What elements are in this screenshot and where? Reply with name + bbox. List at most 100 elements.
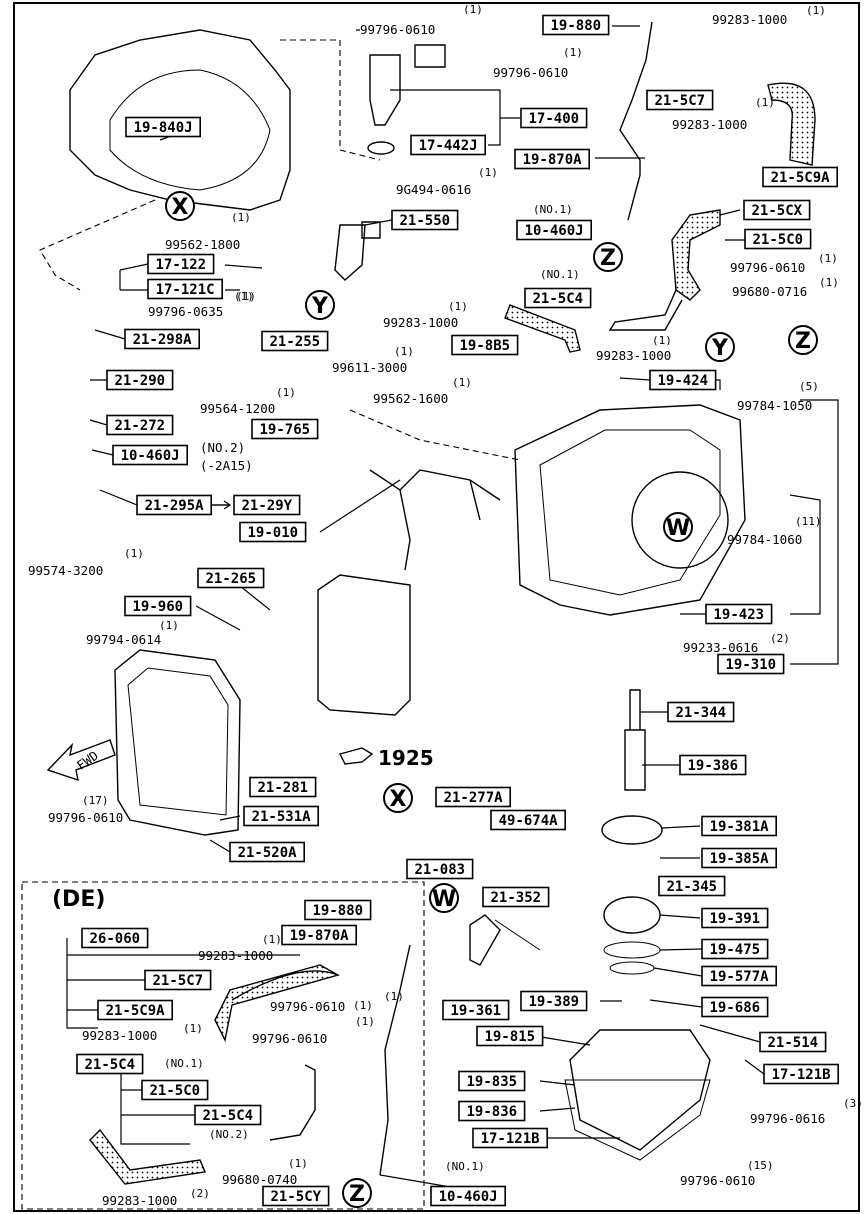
part-label-box [112, 444, 188, 466]
section-title: (DE) [52, 887, 105, 912]
part-number-text: 21-5CX [752, 203, 803, 219]
quantity-note: (1) [819, 276, 839, 289]
hose-21-5c4-drawing [504, 304, 581, 353]
gasket-19-836-drawing [564, 1079, 711, 1161]
part-label-21-5c9a: 21-5C9A [97, 999, 173, 1021]
part-label-box [442, 999, 510, 1021]
part-label-box [542, 14, 610, 36]
part-label-19-389: 19-389 [520, 990, 588, 1012]
accumulator-391-drawing [603, 896, 661, 934]
part-number-text: 21-5C4 [85, 1057, 136, 1073]
quantity-note: (1) [394, 345, 414, 358]
part-number-text: 21-352 [491, 890, 542, 906]
svg-text:X: X [390, 787, 407, 812]
part-number-text: 19-960 [133, 599, 184, 615]
quantity-note: (1) [806, 4, 826, 17]
part-label-box [435, 786, 511, 808]
quantity-note: (NO.1) [445, 1160, 485, 1173]
hardware-part-number: 99796-0610 [680, 1173, 755, 1188]
hardware-part-number: 99784-1050 [737, 398, 812, 413]
part-label-box [762, 166, 838, 188]
part-label-19-386: 19-386 [679, 754, 747, 776]
part-label-17-121c: 17-121C [147, 278, 223, 300]
part-label-21-290: 21-290 [106, 369, 174, 391]
svg-text:W: W [666, 516, 690, 541]
accumulator-381a-drawing [601, 815, 663, 845]
pointing-hand-icon [338, 747, 374, 765]
part-number-text: 21-272 [115, 418, 166, 434]
de-section-frame [21, 881, 425, 1210]
part-label-19-836: 19-836 [458, 1100, 526, 1122]
part-number-text: 19-424 [658, 373, 709, 389]
fwd-arrow [46, 739, 116, 782]
part-label-21-520a: 21-520A [229, 841, 305, 863]
svg-text:Z: Z [349, 1182, 365, 1207]
part-label-19-577a: 19-577A [701, 965, 777, 987]
part-number-text: 19-836 [467, 1104, 518, 1120]
quantity-note: (2) [770, 632, 790, 645]
part-label-box [701, 847, 777, 869]
part-label-box [125, 116, 201, 138]
part-number-text: 21-5C7 [655, 93, 706, 109]
note-no2-b: (-2A15) [200, 458, 253, 473]
part-number-text: 21-265 [206, 571, 257, 587]
zone-marker-w-ref: W [663, 512, 693, 542]
part-label-19-960: 19-960 [124, 595, 192, 617]
svg-text:Z: Z [795, 329, 811, 354]
part-number-text: 21-295A [145, 498, 205, 514]
hardware-part-number: 99283-1000 [596, 348, 671, 363]
part-label-box [147, 253, 215, 275]
part-label-19-870a: 19-870A [281, 924, 357, 946]
part-label-box [233, 494, 301, 516]
hardware-part-number: 99796-0610 [730, 260, 805, 275]
svg-text:W: W [432, 887, 456, 912]
hardware-part-number: 99562-1600 [373, 391, 448, 406]
control-valve-drawing [317, 574, 411, 716]
hardware-part-number: 99611-3000 [332, 360, 407, 375]
part-label-box [251, 418, 319, 440]
part-label-19-385a: 19-385A [701, 847, 777, 869]
part-label-box [516, 219, 592, 241]
part-number-text: 21-520A [238, 845, 298, 861]
part-label-box [458, 1070, 526, 1092]
quantity-note: (1) [183, 1022, 203, 1035]
quantity-note: (NO.2) [209, 1128, 249, 1141]
part-label-19-8b5: 19-8B5 [451, 334, 519, 356]
part-label-21-344: 21-344 [667, 701, 735, 723]
page-ref-group: 1925 [338, 746, 434, 770]
part-label-box [304, 899, 372, 921]
quantity-note: (1) [288, 1157, 308, 1170]
part-label-box [124, 595, 192, 617]
part-label-19-840j: 19-840J [125, 116, 201, 138]
part-number-text: 19-577A [710, 969, 770, 985]
housing-link-line [280, 39, 381, 161]
part-number-text: 21-29Y [242, 498, 293, 514]
part-number-text: 19-386 [688, 758, 739, 774]
hardware-part-number: 99283-1000 [102, 1193, 177, 1208]
part-label-19-310: 19-310 [717, 653, 785, 675]
case-bell-ring [631, 471, 729, 569]
part-number-text: 21-531A [252, 809, 312, 825]
part-label-19-765: 19-765 [251, 418, 319, 440]
part-label-10-460j: 10-460J [516, 219, 592, 241]
hose-21-5cx-drawing [671, 209, 721, 301]
part-label-21-345: 21-345 [658, 875, 726, 897]
hardware-part-number: 99680-0740 [222, 1172, 297, 1187]
part-label-box [759, 1031, 827, 1053]
part-label-17-121b: 17-121B [472, 1127, 548, 1149]
part-number-text: 21-5C7 [153, 973, 204, 989]
bracket-21-352-drawing [469, 914, 501, 966]
hardware-part-number: 99562-1800 [165, 237, 240, 252]
quantity-note: (NO.1) [164, 1057, 204, 1070]
pin-21-352-drawing [494, 919, 541, 951]
quantity-note: (1) [124, 547, 144, 560]
part-label-19-880: 19-880 [542, 14, 610, 36]
part-label-21-265: 21-265 [197, 567, 265, 589]
part-number-text: 21-5C9A [106, 1003, 166, 1019]
part-number-text: 10-460J [525, 223, 584, 239]
part-number-text: 19-389 [529, 994, 580, 1010]
de-hose-21-5c7-drawing [231, 970, 339, 1001]
part-label-box [679, 754, 747, 776]
part-label-box [520, 107, 588, 129]
part-label-box [701, 996, 769, 1018]
